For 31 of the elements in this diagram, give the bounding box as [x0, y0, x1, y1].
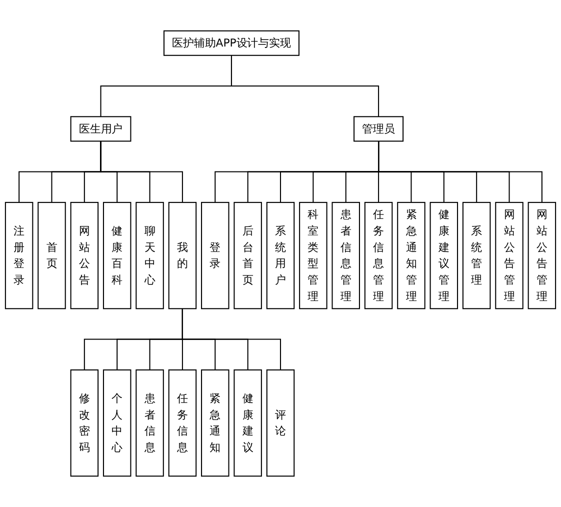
node-box: 个人中心 — [102, 369, 132, 477]
node-box: 管理员 — [354, 116, 404, 142]
node-box: 任务信息管理 — [364, 202, 393, 310]
node-box: 患者信息 — [136, 369, 164, 477]
connector — [100, 141, 183, 202]
node-box: 医护辅助APP设计与实现 — [163, 30, 300, 56]
connector — [182, 308, 281, 370]
node-box: 健康建议管理 — [430, 202, 458, 310]
node-box: 健康百科 — [102, 202, 132, 310]
node-box: 网站公告 — [70, 202, 99, 310]
node-box: 登录 — [201, 202, 230, 310]
node-box: 任务信息 — [168, 369, 197, 477]
node-box: 评论 — [266, 369, 295, 477]
node-box: 聊天中心 — [136, 202, 164, 310]
node-box: 网站公告管理 — [495, 202, 524, 310]
node-box: 系统管理 — [462, 202, 491, 310]
node-box: 我的 — [168, 202, 197, 310]
node-box: 医生用户 — [70, 116, 132, 142]
node-box: 注册登录 — [4, 202, 34, 310]
connector — [378, 141, 542, 202]
node-box: 科室类型管理 — [299, 202, 328, 310]
node-box: 健康建议 — [234, 369, 262, 477]
node-box: 修改密码 — [70, 369, 99, 477]
node-box: 紧急通知 — [201, 369, 230, 477]
connector — [230, 55, 380, 117]
node-box: 系统用户 — [266, 202, 295, 310]
node-box: 患者信息管理 — [332, 202, 360, 310]
node-box: 网站公告管理 — [528, 202, 556, 310]
node-box: 首页 — [38, 202, 66, 310]
node-box: 后台首页 — [234, 202, 262, 310]
node-box: 紧急通知管理 — [397, 202, 426, 310]
